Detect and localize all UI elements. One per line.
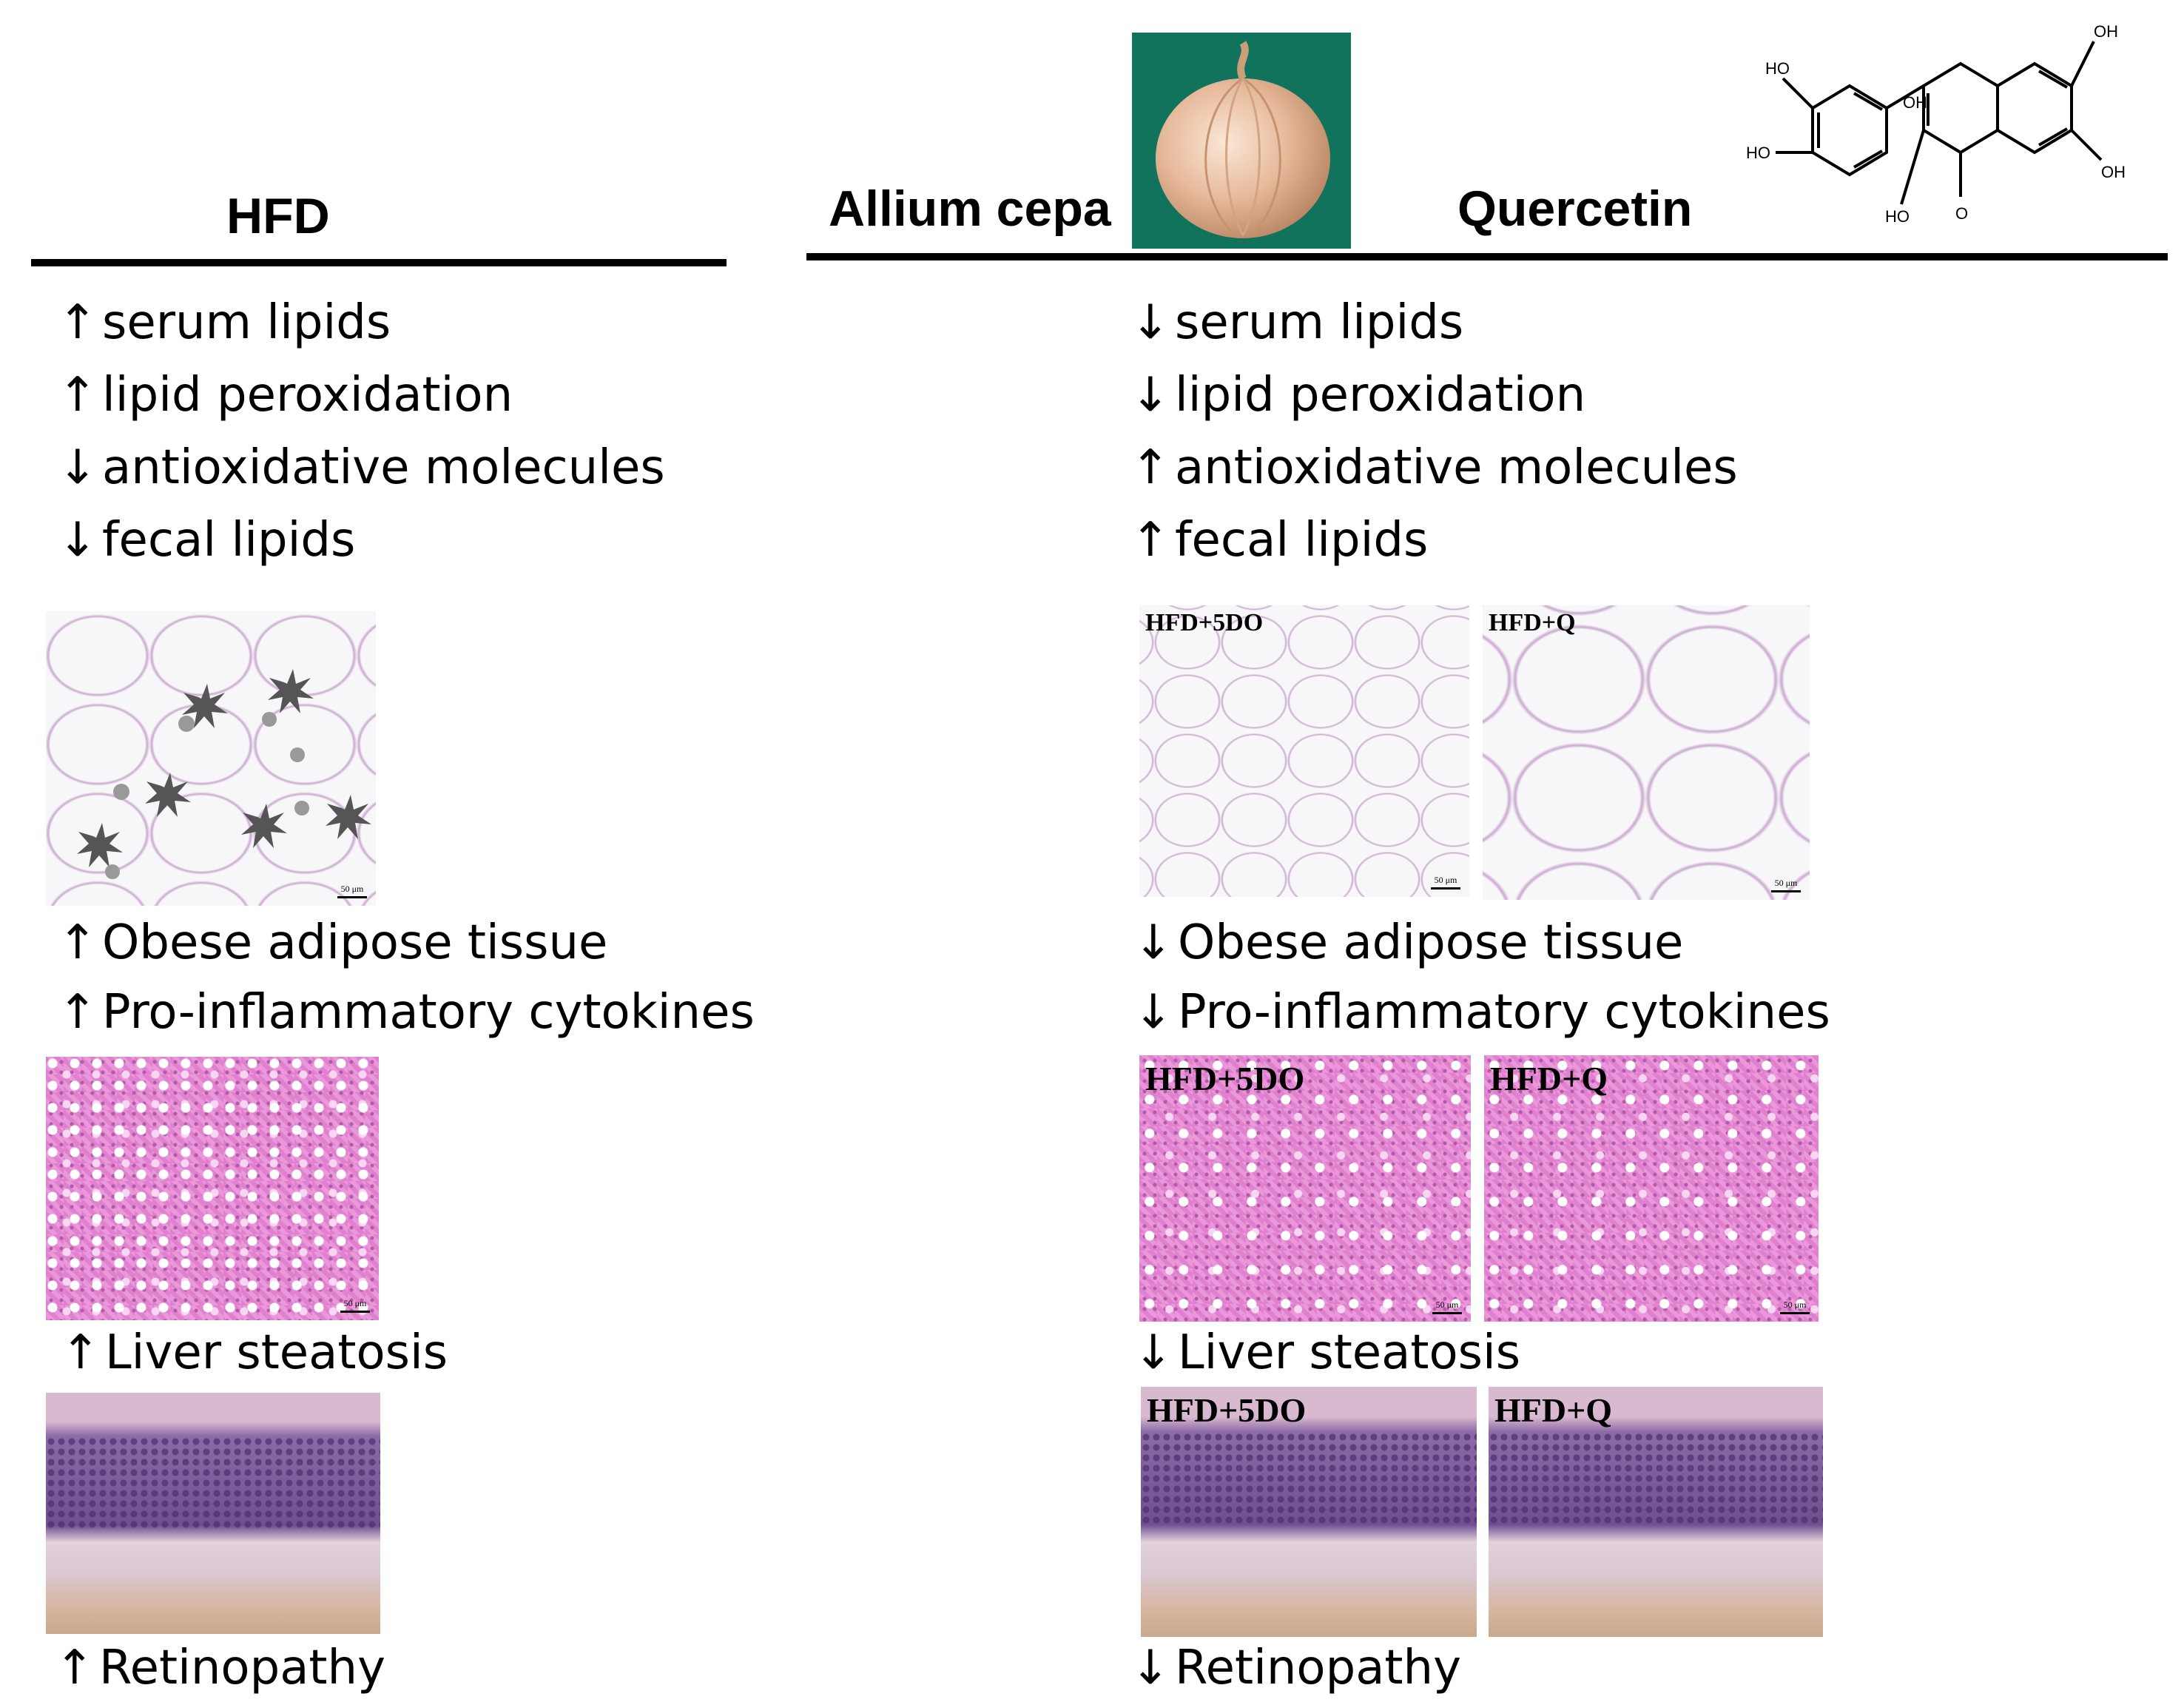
mol-label-ho-2: HO xyxy=(1746,144,1770,162)
arrow-icon: ↓ xyxy=(1130,368,1170,423)
quercetin-header: Quercetin xyxy=(1457,181,1693,237)
arrow-icon: ↓ xyxy=(1130,1641,1170,1695)
arrow-icon: ↑ xyxy=(55,1641,95,1695)
hfd-q-adipose-micrograph: HFD+Q 50 μm xyxy=(1483,605,1810,900)
hfd-effect-3: ↓ antioxidative molecules xyxy=(58,440,665,495)
arrow-icon: ↓ xyxy=(1133,915,1173,970)
arrow-icon: ↑ xyxy=(58,985,98,1040)
hfd-5do-retina-micrograph: HFD+5DO xyxy=(1141,1387,1477,1637)
treatment-effect-3: ↑ antioxidative molecules xyxy=(1130,440,1738,495)
arrow-icon: ↓ xyxy=(1133,985,1173,1040)
hfd-header-rule xyxy=(31,259,727,266)
treatment-effect-4: ↑ fecal lipids xyxy=(1130,513,1429,568)
arrow-icon: ↑ xyxy=(58,368,98,423)
hfd-effect-1: ↑ serum lipids xyxy=(58,295,391,350)
scale-bar: 50 μm xyxy=(340,1298,370,1313)
allium-cepa-header: Allium cepa xyxy=(829,181,1111,237)
panel-label: HFD+Q xyxy=(1490,1060,1608,1097)
panel-label: HFD+5DO xyxy=(1145,1060,1305,1097)
mol-label-ho-1: HO xyxy=(1765,59,1790,78)
arrow-icon: ↑ xyxy=(61,1325,101,1380)
scale-bar: 50 μm xyxy=(1431,875,1460,890)
scale-bar: 50 μm xyxy=(1780,1299,1810,1314)
treatment-header-rule xyxy=(806,253,2168,260)
treatment-effect-1: ↓ serum lipids xyxy=(1130,295,1464,350)
treatment-effect-2: ↓ lipid peroxidation xyxy=(1130,368,1586,423)
arrow-icon: ↓ xyxy=(1130,295,1170,350)
mol-label-oh-2: OH xyxy=(2101,163,2126,181)
hfd-retina-micrograph xyxy=(46,1393,380,1634)
hfd-5do-liver-micrograph: HFD+5DO 50 μm xyxy=(1139,1055,1471,1322)
treatment-liver-effect: ↓ Liver steatosis xyxy=(1133,1325,1521,1380)
arrow-icon: ↑ xyxy=(58,295,98,350)
panel-label: HFD+5DO xyxy=(1145,609,1264,636)
panel-label: HFD+Q xyxy=(1494,1391,1613,1429)
onion-photo xyxy=(1132,33,1351,249)
mol-label-ho-3: HO xyxy=(1885,207,1910,226)
arrow-icon: ↑ xyxy=(58,915,98,970)
mol-label-oh-3: OH xyxy=(1903,93,1927,112)
hfd-liver-effect: ↑ Liver steatosis xyxy=(61,1325,448,1380)
scale-bar: 50 μm xyxy=(1771,878,1801,892)
mol-label-oh-1: OH xyxy=(2094,22,2118,41)
hfd-5do-adipose-micrograph: HFD+5DO 50 μm xyxy=(1139,605,1469,897)
inflammation-markers-icon xyxy=(77,669,371,879)
treatment-cytokines-effect: ↓ Pro-inflammatory cytokines xyxy=(1133,985,1830,1040)
hfd-effect-2: ↑ lipid peroxidation xyxy=(58,368,513,423)
panel-label: HFD+Q xyxy=(1489,609,1576,636)
hfd-adipose-effect: ↑ Obese adipose tissue xyxy=(58,915,608,970)
hfd-q-retina-micrograph: HFD+Q xyxy=(1489,1387,1823,1637)
hfd-effect-4: ↓ fecal lipids xyxy=(58,513,356,568)
hfd-adipose-micrograph: 50 μm xyxy=(46,611,376,906)
onion-icon xyxy=(1156,41,1330,238)
panel-label: HFD+5DO xyxy=(1147,1391,1307,1429)
arrow-icon: ↓ xyxy=(58,513,98,568)
treatment-adipose-effect: ↓ Obese adipose tissue xyxy=(1133,915,1684,970)
scale-bar: 50 μm xyxy=(1432,1299,1462,1314)
arrow-icon: ↑ xyxy=(1130,513,1170,568)
hfd-header: HFD xyxy=(226,188,330,244)
hfd-cytokines-effect: ↑ Pro-inflammatory cytokines xyxy=(58,985,755,1040)
scale-bar: 50 μm xyxy=(337,884,367,898)
arrow-icon: ↑ xyxy=(1130,440,1170,495)
treatment-retinopathy-effect: ↓ Retinopathy xyxy=(1130,1641,1461,1695)
quercetin-structure-icon: HO HO HO OH OH OH O xyxy=(1746,22,2126,226)
mol-label-o: O xyxy=(1955,204,1968,223)
hfd-retinopathy-effect: ↑ Retinopathy xyxy=(55,1641,385,1695)
hfd-liver-micrograph: 50 μm xyxy=(46,1057,379,1320)
arrow-icon: ↓ xyxy=(58,440,98,495)
hfd-q-liver-micrograph: HFD+Q 50 μm xyxy=(1484,1055,1819,1322)
arrow-icon: ↓ xyxy=(1133,1325,1173,1380)
